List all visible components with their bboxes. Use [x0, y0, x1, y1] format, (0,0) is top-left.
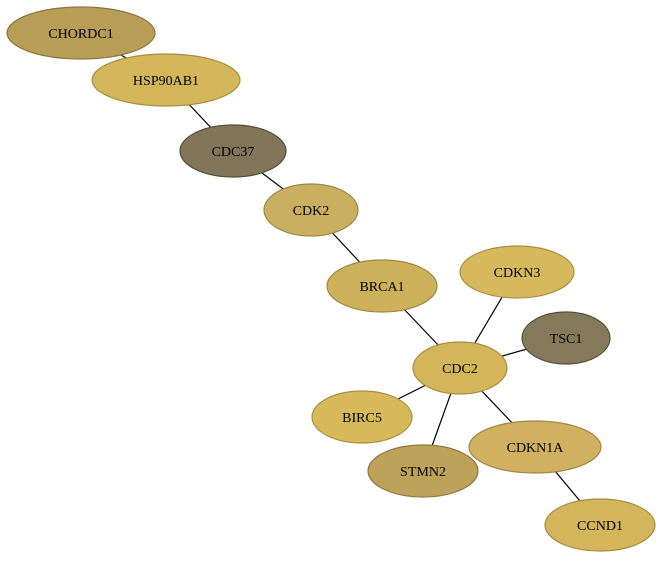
- node-label: TSC1: [550, 332, 583, 347]
- node-ellipse: [521, 311, 611, 365]
- node-ellipse: [468, 420, 602, 474]
- node-label: CDC2: [442, 362, 478, 377]
- node-cdc37[interactable]: CDC37: [179, 124, 287, 178]
- node-brca1[interactable]: BRCA1: [326, 259, 438, 313]
- node-ellipse: [91, 53, 241, 107]
- node-label: CHORDC1: [48, 27, 113, 42]
- node-ccnd1[interactable]: CCND1: [544, 498, 656, 552]
- node-label: BIRC5: [342, 411, 382, 426]
- node-label: HSP90AB1: [133, 74, 199, 89]
- node-label: BRCA1: [359, 280, 404, 295]
- node-chordc1[interactable]: CHORDC1: [6, 6, 156, 60]
- node-ellipse: [179, 124, 287, 178]
- node-tsc1[interactable]: TSC1: [521, 311, 611, 365]
- node-cdkn1a[interactable]: CDKN1A: [468, 420, 602, 474]
- node-label: STMN2: [400, 465, 446, 480]
- node-ellipse: [326, 259, 438, 313]
- node-label: CDK2: [293, 204, 330, 219]
- node-label: CDKN1A: [507, 441, 565, 456]
- node-ellipse: [459, 245, 575, 299]
- node-hsp90ab1[interactable]: HSP90AB1: [91, 53, 241, 107]
- node-stmn2[interactable]: STMN2: [367, 444, 479, 498]
- node-birc5[interactable]: BIRC5: [311, 390, 413, 444]
- node-label: CDKN3: [494, 266, 541, 281]
- node-ellipse: [367, 444, 479, 498]
- node-cdc2[interactable]: CDC2: [412, 341, 508, 395]
- node-cdkn3[interactable]: CDKN3: [459, 245, 575, 299]
- node-cdk2[interactable]: CDK2: [263, 183, 359, 237]
- node-ellipse: [6, 6, 156, 60]
- node-ellipse: [544, 498, 656, 552]
- node-label: CCND1: [577, 519, 623, 534]
- node-ellipse: [412, 341, 508, 395]
- node-ellipse: [263, 183, 359, 237]
- node-label: CDC37: [212, 145, 255, 160]
- node-ellipse: [311, 390, 413, 444]
